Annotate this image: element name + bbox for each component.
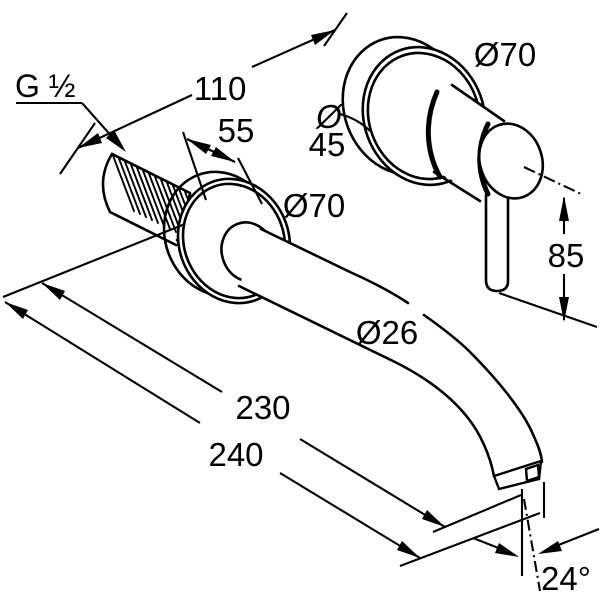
lever-rod [484, 193, 510, 293]
dimension-labels: G ½ 110 55 Ø70 Ø70 Ø 45 85 Ø26 230 240 2… [15, 36, 591, 597]
ext-line [237, 157, 263, 205]
valve-diameter-leader [339, 112, 371, 132]
dim-230-label: 230 [235, 389, 290, 426]
arrowhead [422, 510, 445, 527]
spout-top-edge-curve [422, 313, 544, 464]
dim-110-label: 110 [194, 70, 247, 107]
dim-110 [59, 12, 348, 175]
dim-85 [498, 166, 598, 328]
dim-55 [182, 131, 263, 205]
dim-230 [41, 282, 522, 533]
spout [237, 227, 544, 491]
aerator-left-edge [492, 474, 501, 491]
aerator-face [497, 477, 541, 491]
wall-ref-ext-line [2, 223, 186, 298]
arrowhead [106, 130, 126, 152]
aerator [492, 459, 543, 491]
arrowhead [5, 302, 28, 319]
arrowhead [211, 147, 235, 162]
arrowhead [187, 139, 211, 154]
dim-240-label: 240 [208, 436, 263, 473]
arrowhead [397, 541, 420, 558]
arrowhead [311, 30, 335, 45]
thread-size-label: G ½ [15, 68, 75, 104]
valve-assembly [341, 35, 545, 293]
angle-dash-dot-line [522, 498, 542, 592]
valve-handle-cap [477, 122, 545, 200]
arrowhead [559, 297, 569, 322]
arrowhead [495, 543, 519, 557]
spout-angle-label: 24° [541, 560, 591, 597]
dim-85-label: 85 [548, 237, 585, 274]
arrowhead [559, 196, 569, 221]
ext-line [432, 494, 522, 533]
dim-24deg [472, 482, 600, 592]
ext-line [399, 512, 541, 567]
spout-bottom-edge [237, 284, 496, 478]
valve-flange-diameter-label: Ø70 [474, 36, 536, 73]
spout-flange-diameter-label: Ø70 [283, 187, 345, 224]
ext-line [182, 131, 207, 201]
ext-line [498, 292, 598, 328]
dim-line [4, 301, 201, 424]
thread-outline [101, 152, 192, 247]
valve-body-flange-shadow [425, 89, 443, 180]
valve-body-diameter-value: 45 [309, 126, 346, 163]
dim-line [299, 438, 446, 528]
ext-line [323, 12, 348, 47]
leader-line [555, 528, 600, 547]
spout-escutcheon-inner-rim [181, 182, 287, 300]
dim-thread-callout [16, 101, 126, 152]
dim-240 [4, 301, 541, 567]
leader-line [472, 537, 502, 550]
dimensions [2, 12, 600, 592]
arrowhead [78, 133, 102, 148]
ext-line [59, 122, 96, 175]
arrowhead [42, 283, 65, 300]
axis-dash-dot-line [523, 166, 582, 195]
dim-55-label: 55 [218, 112, 255, 149]
valve-body-diameter-symbol: Ø [315, 98, 344, 135]
aerator-top-line [492, 459, 543, 478]
dim-line [41, 282, 223, 393]
arrowhead [538, 541, 562, 554]
aerator-notch [524, 463, 541, 483]
dim-line [279, 472, 421, 559]
spout-diameter-label: Ø26 [356, 314, 418, 351]
spout-top-edge [259, 227, 410, 305]
valve-body-top-edge [450, 83, 506, 123]
